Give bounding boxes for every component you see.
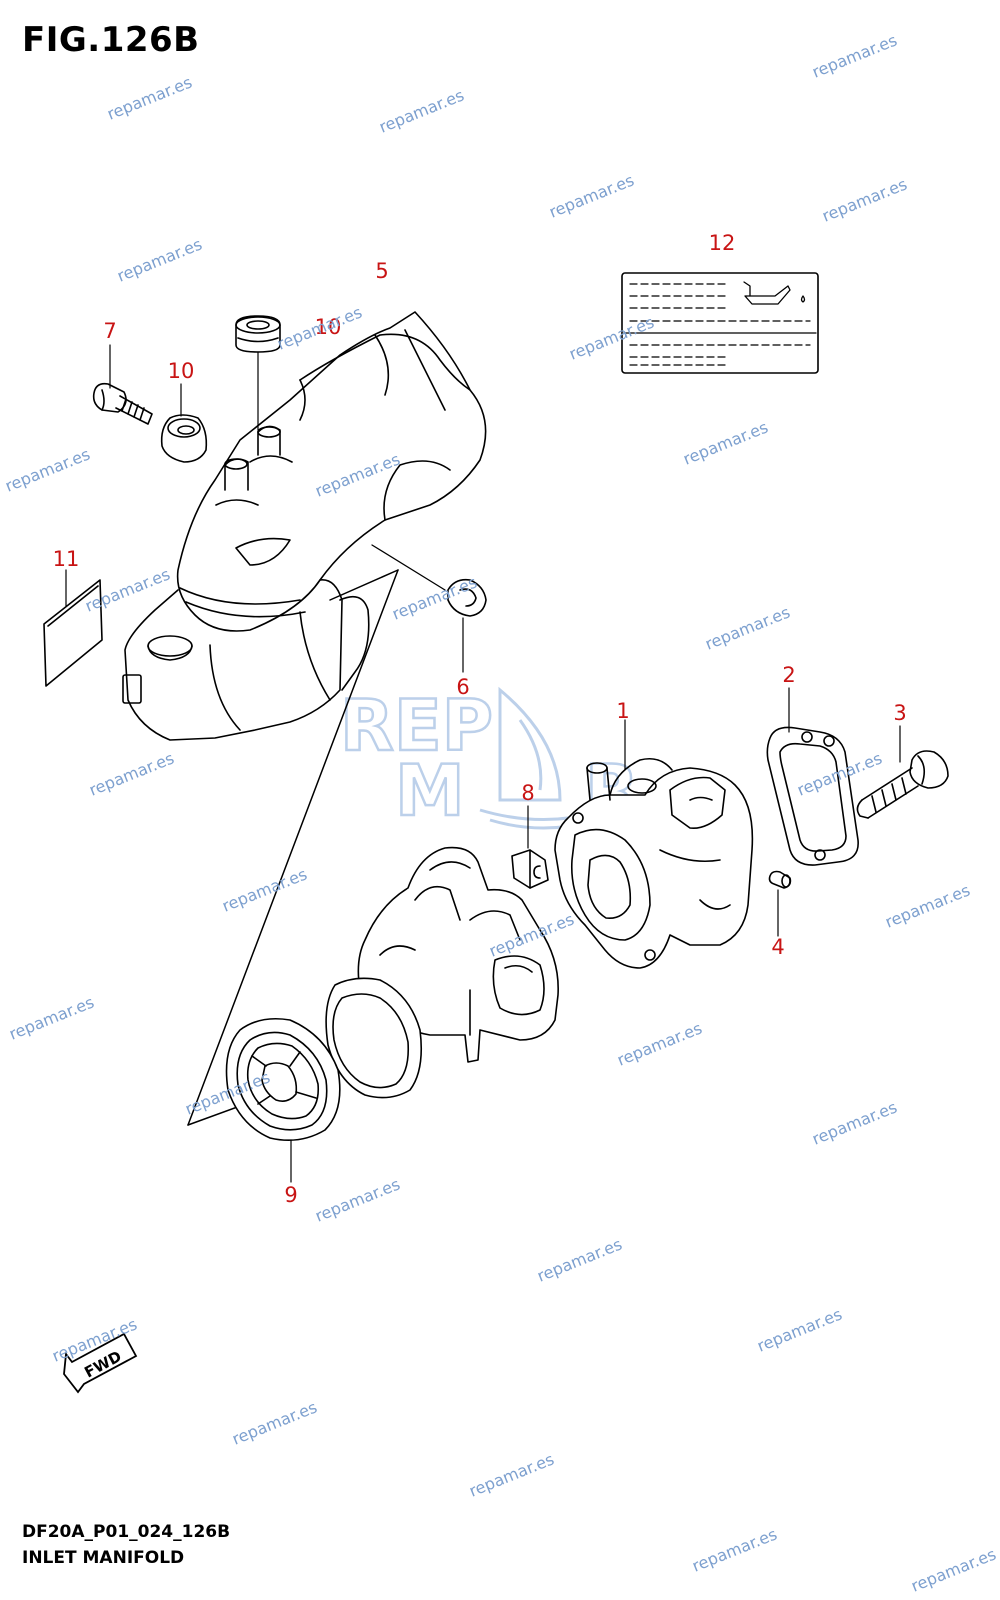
watermark: repamar.es [680, 417, 770, 468]
part-9-throttle-assembly [225, 846, 559, 1141]
callout-6: 6 [456, 675, 469, 699]
callout-5: 5 [375, 259, 388, 283]
callout-11: 11 [53, 547, 80, 571]
watermark: repamar.es [882, 880, 972, 931]
watermark: repamar.es [819, 174, 909, 225]
watermark: repamar.es [6, 992, 96, 1043]
watermark: repamar.es [702, 602, 792, 653]
figure-title: FIG.126B [22, 20, 200, 60]
watermark: repamar.es [754, 1304, 844, 1355]
part-2-gasket [766, 726, 859, 866]
watermark: repamar.es [229, 1397, 319, 1448]
part-7-bolt [92, 382, 153, 425]
watermark: repamar.es [114, 234, 204, 285]
part-1-inlet-manifold [554, 757, 754, 969]
part-11-tape [43, 579, 103, 687]
callout-2: 2 [782, 663, 795, 687]
part-8-clamp [511, 849, 549, 889]
watermark: repamar.es [86, 748, 176, 799]
callout-12: 12 [709, 231, 736, 255]
part-10-grommet-upper [235, 315, 281, 353]
callout-4: 4 [771, 935, 784, 959]
callout-1: 1 [616, 699, 629, 723]
fwd-arrow-icon: FWD [63, 1332, 138, 1394]
watermark: repamar.es [274, 302, 364, 353]
watermark: repamar.es [908, 1544, 998, 1595]
oil-can-icon [743, 281, 806, 305]
figure-subtitle: INLET MANIFOLD [22, 1548, 185, 1568]
watermark: repamar.es [546, 170, 636, 221]
callout-10-left: 10 [168, 359, 195, 383]
svg-text:M: M [395, 750, 465, 832]
callout-numbers: 1 2 3 4 5 6 7 8 9 10 10 11 12 [53, 231, 907, 1207]
part-4-dowel-pin [768, 870, 792, 889]
svg-text:REP: REP [340, 685, 493, 767]
part-3-bolt [856, 750, 949, 819]
callout-7: 7 [103, 319, 116, 343]
watermark: repamar.es [312, 1174, 402, 1225]
watermark: repamar.es [809, 1097, 899, 1148]
watermark: repamar.es [219, 864, 309, 915]
watermark: repamar.es [689, 1524, 779, 1575]
part-10-grommet-left [160, 414, 208, 463]
part-5-intake-silencer [122, 311, 487, 741]
figure-code: DF20A_P01_024_126B [22, 1522, 231, 1542]
callout-9: 9 [284, 1183, 297, 1207]
part-12-caution-label [621, 272, 819, 374]
watermark: repamar.es [104, 72, 194, 123]
watermark: repamar.es [466, 1449, 556, 1500]
callout-3: 3 [893, 701, 906, 725]
callout-8: 8 [521, 781, 534, 805]
repmar-logo-icon: REP M R [339, 684, 640, 834]
callout-10-upper: 10 [315, 315, 342, 339]
watermark: repamar.es [809, 30, 899, 81]
part-6-grommet [447, 578, 487, 617]
watermark: repamar.es [376, 85, 466, 136]
watermark: repamar.es [614, 1018, 704, 1069]
watermark: repamar.es [2, 444, 92, 495]
watermark: repamar.es [534, 1234, 624, 1285]
